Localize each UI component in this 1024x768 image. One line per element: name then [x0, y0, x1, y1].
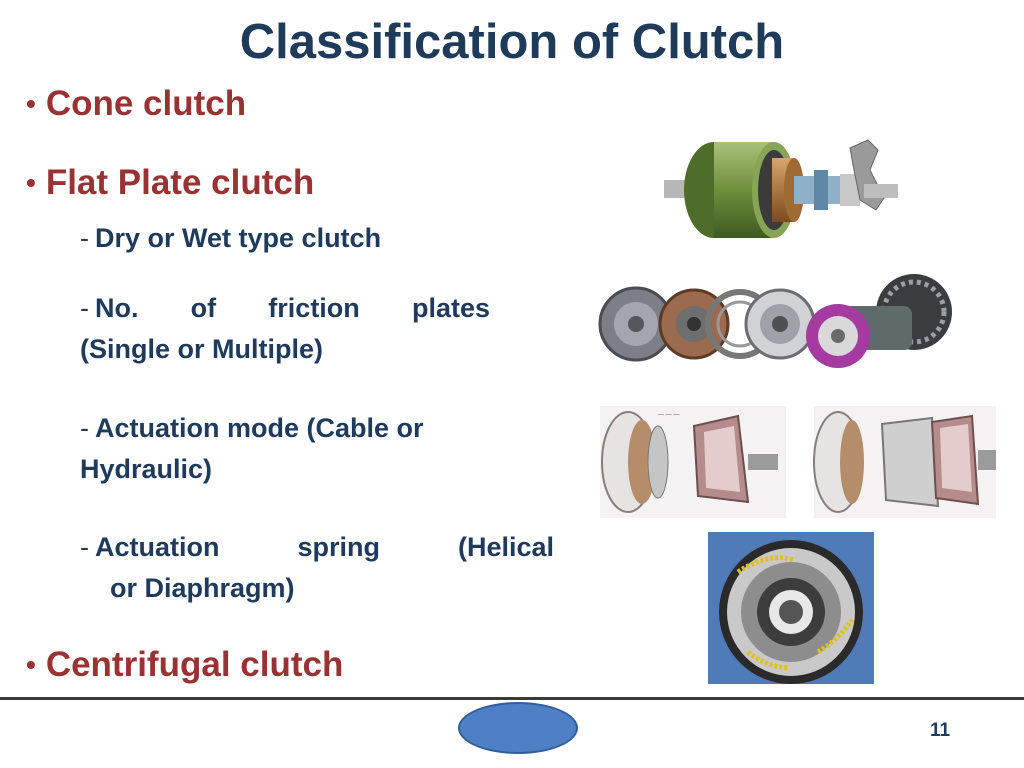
sub-dash: - [80, 223, 89, 253]
sub-dash: - [80, 532, 89, 562]
svg-text:— — —: — — — [658, 412, 679, 418]
sub-line-1: -No. of friction plates [80, 288, 490, 329]
bullet-label: Flat Plate clutch [45, 163, 315, 202]
page-number: 11 [930, 720, 951, 741]
sub-dash: - [80, 293, 89, 323]
centrifugal-clutch-image [708, 532, 874, 684]
sub-line-2: (Single or Multiple) [80, 334, 323, 364]
bullet-dot: • [26, 649, 36, 680]
sub-line-2: Hydraulic) [80, 454, 213, 484]
sub-line-1: -Actuation spring (Helical [80, 527, 554, 568]
sub-text: Actuation spring (Helical [95, 532, 554, 562]
cone-clutch-image [664, 139, 898, 238]
sub-item-actuation-mode: -Actuation mode (Cable or Hydraulic) [80, 408, 520, 490]
slide-title: Classification of Clutch [239, 15, 785, 69]
blue-oval-shape [458, 702, 578, 754]
sub-item-friction-plates: -No. of friction plates (Single or Multi… [80, 288, 490, 370]
bullet-centrifugal-clutch: • Centrifugal clutch [26, 645, 343, 685]
clutch-assembly-diagram-image: — — — [600, 406, 996, 518]
bullet-dot: • [26, 167, 36, 198]
sub-item-dry-wet: -Dry or Wet type clutch [80, 218, 381, 259]
footer-divider [0, 697, 1024, 700]
sub-line-2: or Diaphragm) [110, 573, 295, 603]
flat-plate-clutch-image [598, 274, 952, 368]
bullet-flat-plate-clutch: • Flat Plate clutch [26, 163, 314, 203]
sub-text: Actuation mode (Cable or [95, 413, 424, 443]
bullet-label: Cone clutch [45, 84, 247, 123]
sub-dash: - [80, 413, 89, 443]
sub-text: Dry or Wet type clutch [95, 223, 382, 253]
bullet-label: Centrifugal clutch [45, 645, 344, 684]
bullet-cone-clutch: • Cone clutch [26, 84, 246, 124]
sub-line-1: -Actuation mode (Cable or [80, 408, 520, 449]
bullet-dot: • [26, 88, 36, 119]
sub-text: No. of friction plates [95, 293, 490, 323]
sub-item-actuation-spring: -Actuation spring (Helical or Diaphragm) [80, 527, 554, 609]
